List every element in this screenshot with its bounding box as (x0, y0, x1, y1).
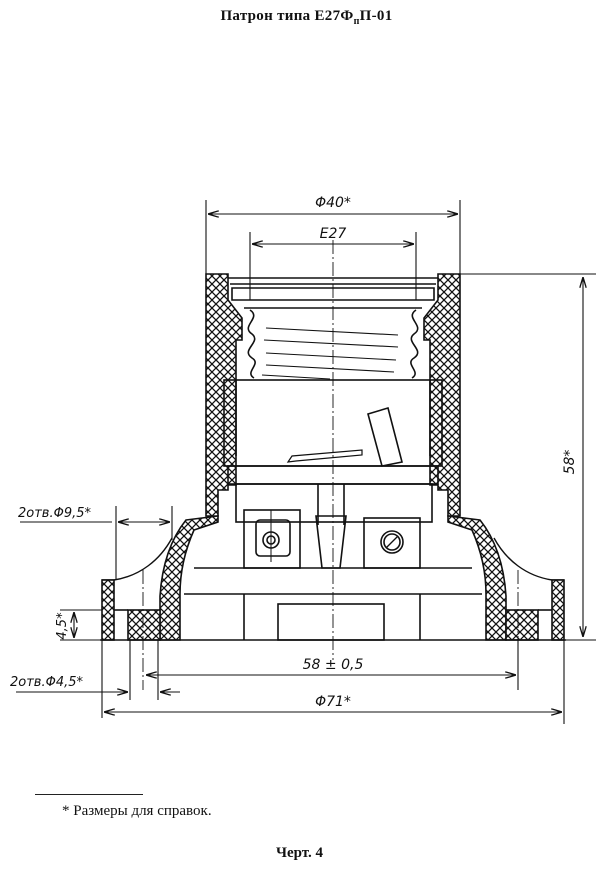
title-subscript: п (353, 16, 360, 27)
flange-left-outer (101, 579, 115, 641)
dim-outer-diameter: Φ40* (315, 195, 351, 211)
flange-left-inner (127, 609, 161, 641)
base-wall-left (159, 515, 219, 641)
footnote-rule (35, 794, 143, 795)
dim-flange-thickness: 4,5* (55, 612, 70, 640)
thread-left (247, 309, 256, 379)
title-prefix: Патрон типа Е27Ф (220, 8, 354, 24)
dim-base-diameter: Φ71* (315, 694, 351, 710)
figure-caption: Черт. 4 (276, 845, 324, 861)
dim-large-holes: 2отв.Φ9,5* (18, 506, 91, 521)
thread-right (410, 309, 419, 379)
flange-right-outer (551, 579, 565, 641)
dim-height: 58* (562, 450, 578, 475)
flange-right-inner (505, 609, 539, 641)
dim-thread: E27 (320, 226, 347, 242)
footnote: * Размеры для справок. (62, 803, 212, 819)
dim-small-holes: 2отв.Φ4,5* (10, 675, 83, 690)
dim-hole-spacing: 58 ± 0,5 (303, 657, 364, 673)
title-suffix: П-01 (359, 8, 393, 24)
drawing-title: Патрон типа Е27ФпП-01 (0, 8, 613, 27)
base-wall-right (447, 515, 507, 641)
